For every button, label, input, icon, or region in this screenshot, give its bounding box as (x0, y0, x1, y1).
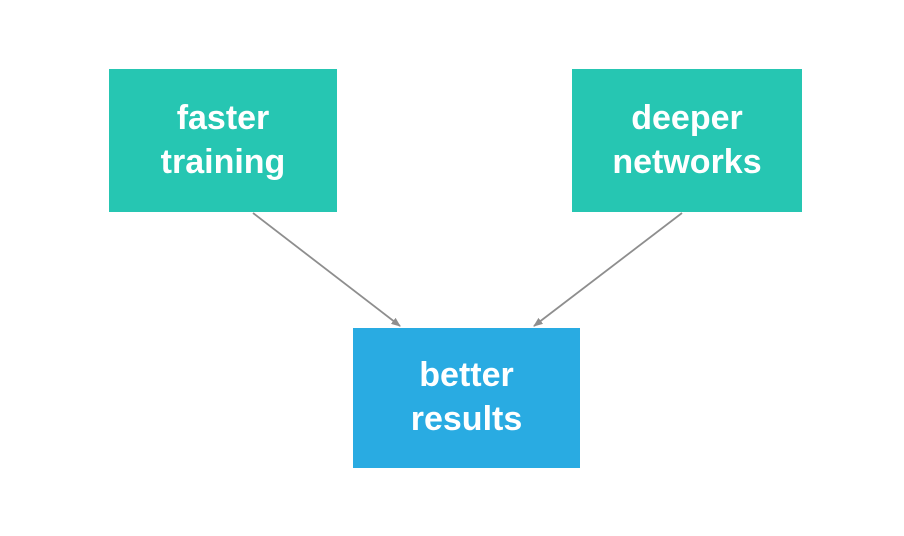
edge-faster-training-to-better-results (252, 212, 401, 327)
node-deeper-networks-label: deeper networks (612, 98, 762, 181)
node-better-results-label: better results (410, 356, 523, 438)
node-faster-training: faster training (109, 69, 337, 212)
node-faster-training-label: faster training (160, 98, 286, 181)
node-better-results: better results (353, 328, 580, 468)
node-deeper-networks: deeper networks (572, 69, 802, 212)
edge-deeper-networks-to-better-results (533, 212, 683, 327)
